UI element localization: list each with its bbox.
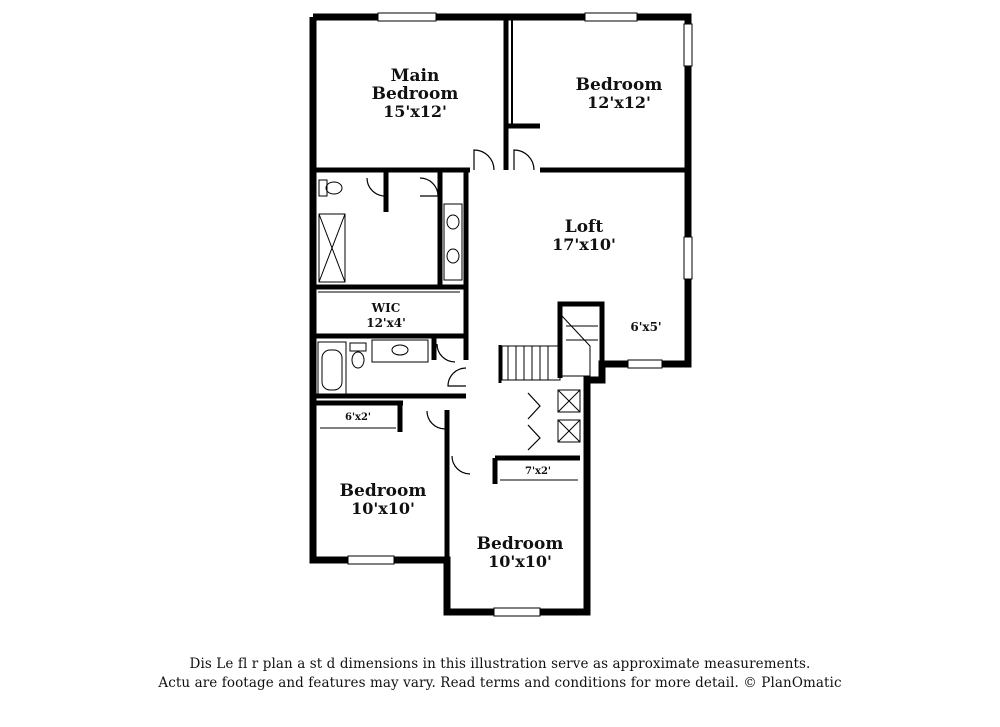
bedroom-ne-name: Bedroom [576, 75, 663, 95]
main-bedroom-dims: 15'x12' [383, 102, 447, 121]
nook-dims: 6'x5' [630, 320, 661, 334]
bedroom-s-dims: 10'x10' [488, 552, 552, 571]
windows [347, 12, 693, 617]
bedroom-ne-dims: 12'x12' [587, 93, 651, 112]
main-bedroom-name-line2: Bedroom [372, 84, 459, 104]
wic-name: WIC [371, 301, 401, 315]
closet-s-dims: 7'x2' [525, 466, 551, 477]
loft-name: Loft [565, 217, 604, 237]
bedroom-sw-dims: 10'x10' [351, 499, 415, 518]
disclaimer-line-1: Dis Le fl r plan a st d dimensions in th… [189, 656, 811, 672]
loft-dims: 17'x10' [552, 235, 616, 254]
doors [366, 149, 541, 475]
main-bedroom-name-line1: Main [391, 66, 440, 86]
closet-sw-dims: 6'x2' [345, 412, 371, 423]
bedroom-sw-name: Bedroom [340, 481, 427, 501]
interior-walls [313, 17, 688, 560]
disclaimer-line-2: Actu are footage and features may vary. … [158, 675, 842, 691]
fixtures [317, 179, 598, 481]
bedroom-s-name: Bedroom [477, 534, 564, 554]
wic-dims: 12'x4' [366, 316, 406, 330]
